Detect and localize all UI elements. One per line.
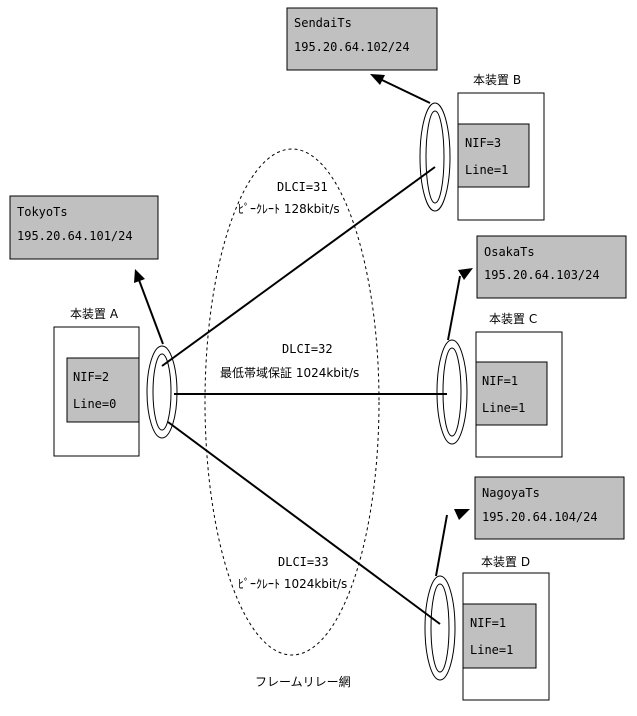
device-c-interface-ring-outer [436, 339, 468, 445]
device-d-interface-ring-outer [424, 575, 456, 681]
terminal-osaka-name: OsakaTs [484, 245, 535, 259]
device-b-label: 本装置 B [473, 73, 521, 87]
device-b: 本装置 B NIF=3 Line=1 [419, 73, 545, 221]
device-b-line: Line=1 [465, 163, 508, 177]
terminal-tokyo: TokyoTs 195.20.64.101/24 [9, 195, 159, 260]
terminal-sendai-name: SendaiTs [294, 16, 352, 30]
link-a-d [167, 421, 441, 625]
arrow-d-to-nagoya [435, 509, 470, 577]
terminal-sendai: SendaiTs 195.20.64.102/24 [286, 7, 438, 71]
device-a-nif: NIF=2 [73, 370, 109, 384]
device-b-nif: NIF=3 [465, 136, 501, 150]
link-a-c-dlci: DLCI=32 [282, 342, 333, 356]
device-c: 本装置 C NIF=1 Line=1 [436, 312, 563, 458]
link-a-b-dlci: DLCI=31 [277, 180, 328, 194]
device-d: 本装置 D NIF=1 Line=1 [424, 555, 550, 701]
device-a-label: 本装置 A [70, 307, 119, 321]
link-a-d-dlci: DLCI=33 [278, 555, 329, 569]
link-a-c-rate: 最低帯域保証 1024kbit/s [220, 366, 359, 380]
device-a-interface-ring-outer [146, 345, 178, 439]
link-a-b [161, 166, 436, 367]
device-c-line: Line=1 [482, 401, 525, 415]
terminal-nagoya-name: NagoyaTs [482, 486, 540, 500]
link-a-b-rate: ﾋﾟｰｸﾚｰﾄ 128kbit/s [238, 202, 340, 216]
device-d-line: Line=1 [470, 643, 513, 657]
device-d-label: 本装置 D [481, 555, 530, 569]
device-a: 本装置 A NIF=2 Line=0 [53, 307, 178, 457]
device-c-nif: NIF=1 [482, 374, 518, 388]
device-a-interface-ring-inner [152, 353, 172, 431]
device-c-interface-ring-inner [442, 347, 462, 437]
device-d-interface-ring-inner [430, 583, 450, 673]
link-a-d-rate: ﾋﾟｰｸﾚｰﾄ 1024kbit/s [238, 577, 347, 591]
arrow-c-to-osaka [447, 268, 473, 341]
device-b-interface-ring-outer [419, 102, 451, 212]
terminal-osaka-ip: 195.20.64.103/24 [484, 268, 600, 282]
terminal-tokyo-ip: 195.20.64.101/24 [17, 229, 133, 243]
network-label: フレームリレー網 [255, 675, 351, 689]
terminal-sendai-ip: 195.20.64.102/24 [294, 40, 410, 54]
terminal-nagoya: NagoyaTs 195.20.64.104/24 [474, 476, 625, 540]
device-d-nif: NIF=1 [470, 616, 506, 630]
terminal-tokyo-name: TokyoTs [17, 205, 68, 219]
frame-relay-network-cloud [204, 148, 380, 656]
arrow-a-to-tokyo [134, 269, 164, 345]
terminal-osaka: OsakaTs 195.20.64.103/24 [476, 235, 627, 299]
device-a-line: Line=0 [73, 397, 116, 411]
terminal-nagoya-ip: 195.20.64.104/24 [482, 510, 598, 524]
device-b-interface-ring-inner [425, 110, 445, 204]
device-c-label: 本装置 C [489, 312, 537, 326]
arrow-b-to-sendai [370, 74, 431, 104]
